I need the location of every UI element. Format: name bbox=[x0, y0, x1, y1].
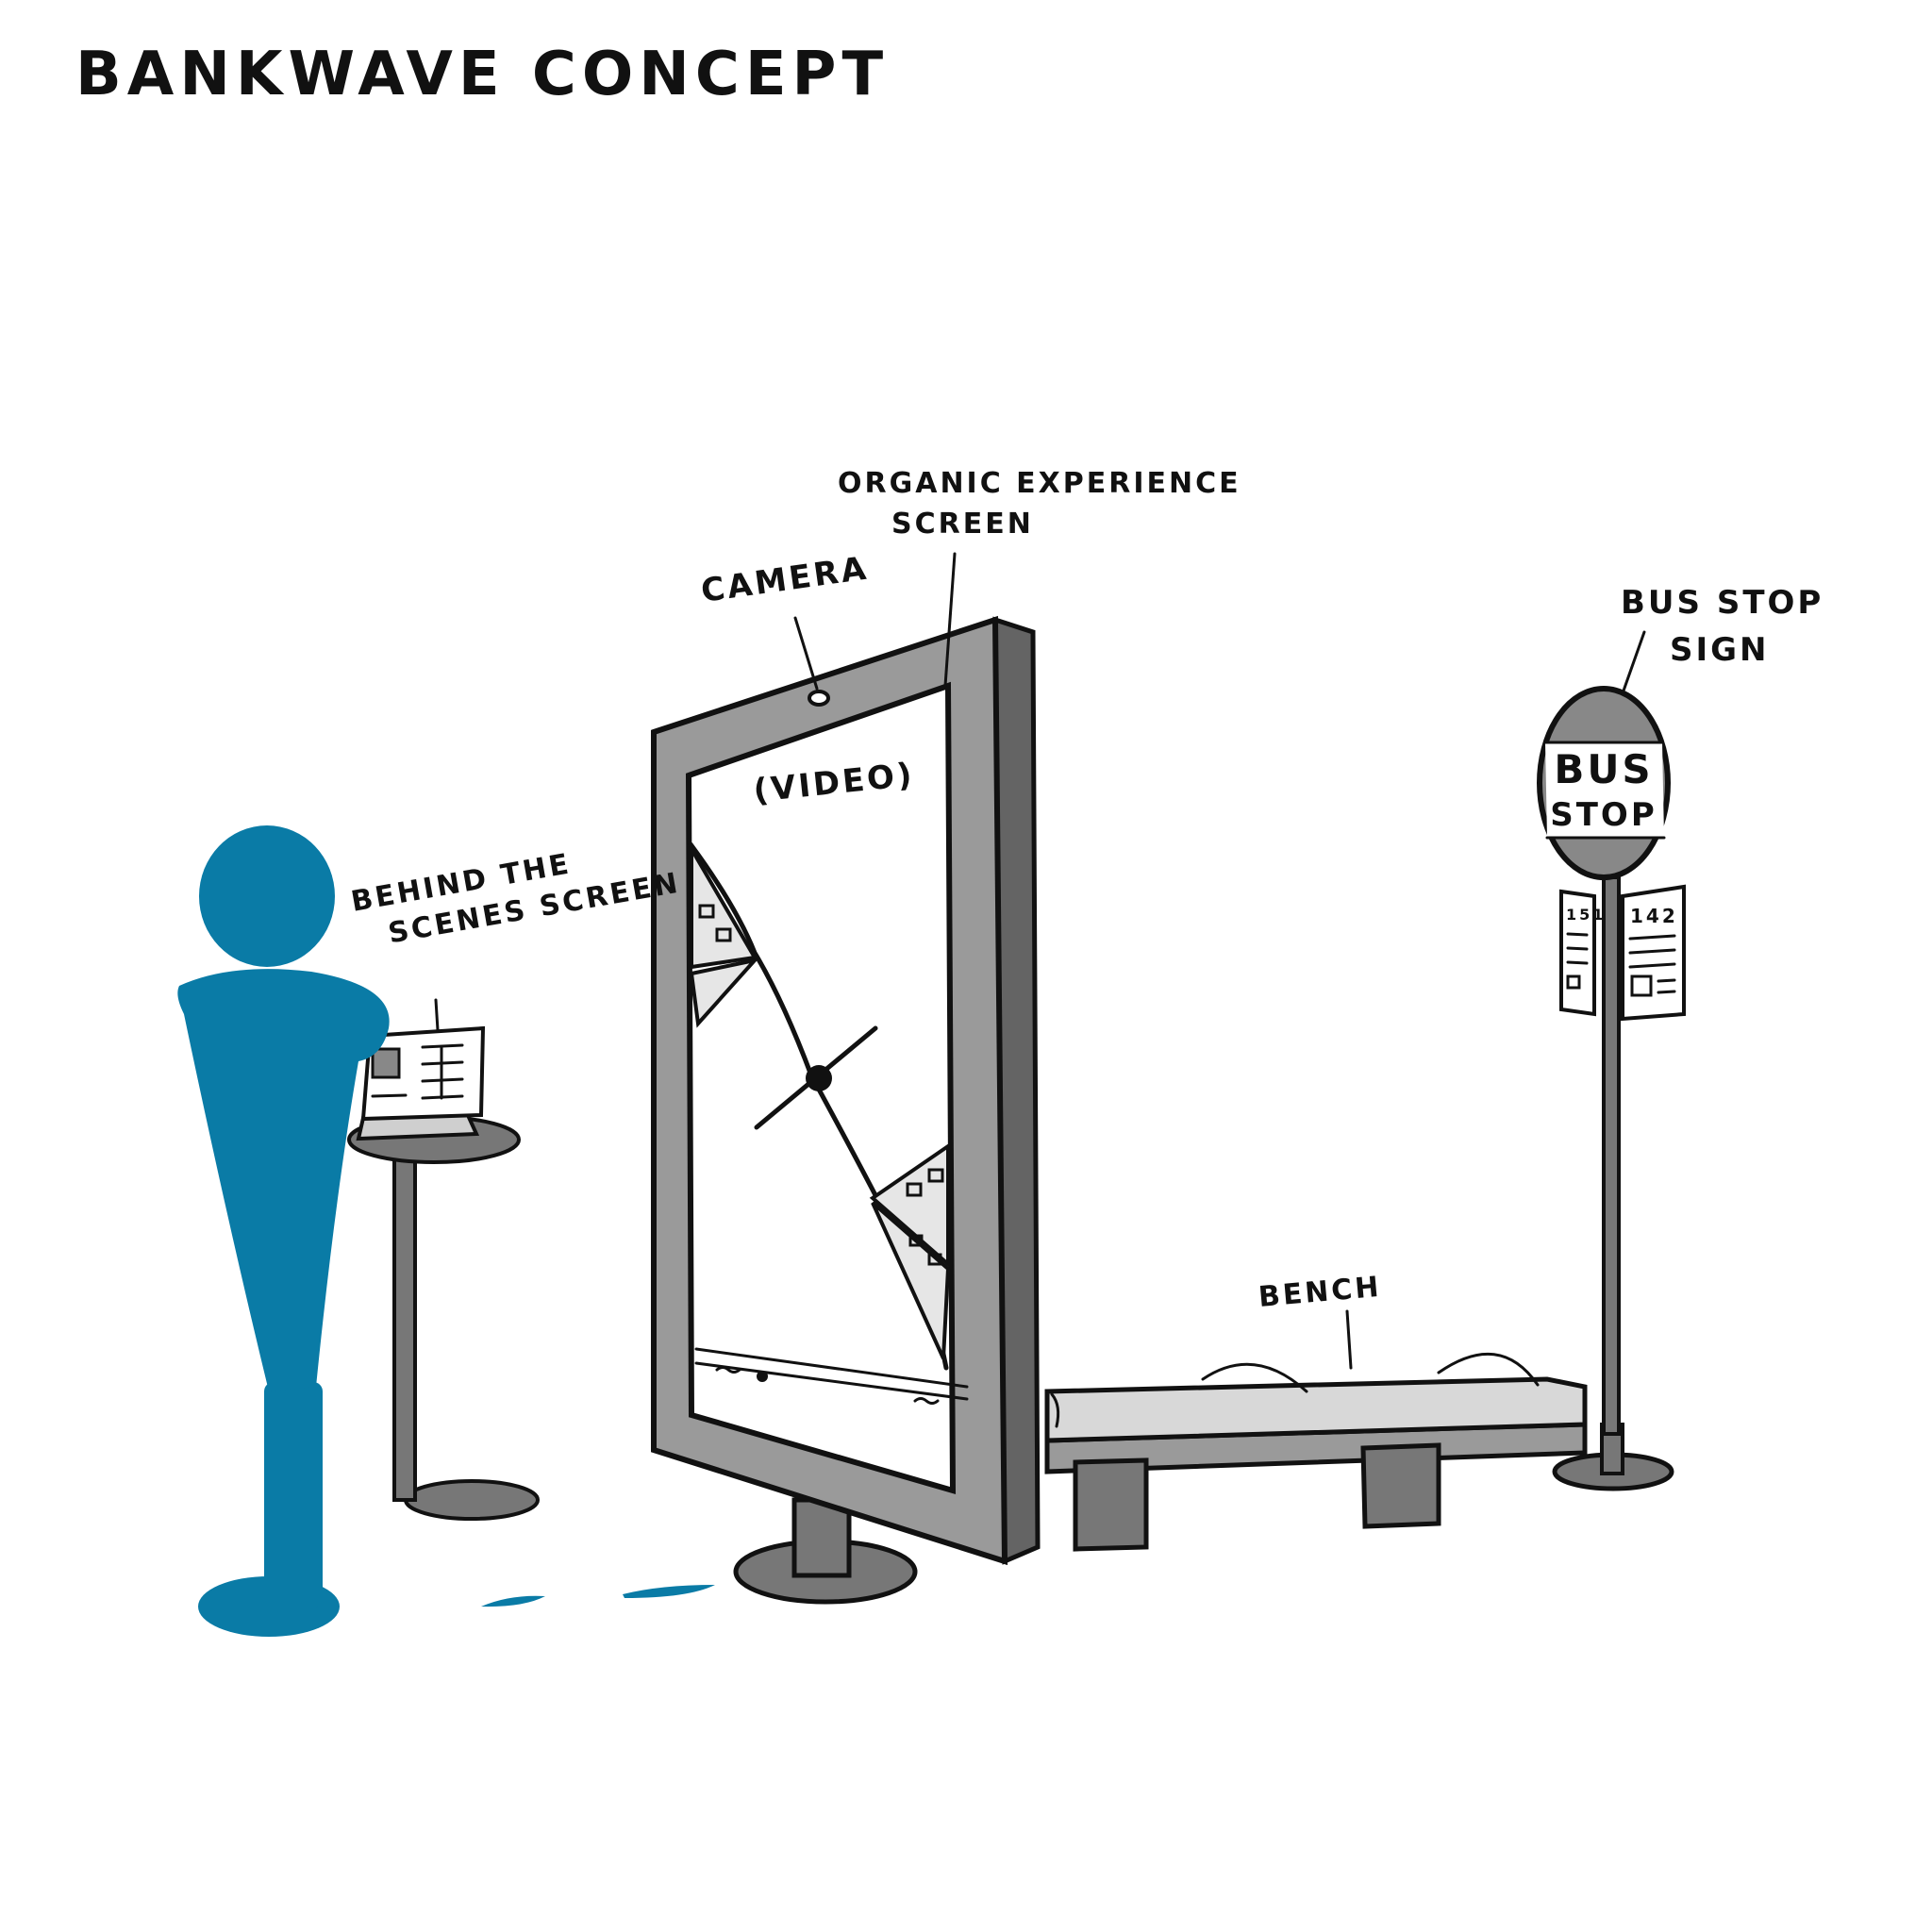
laptop-icon bbox=[356, 1025, 486, 1141]
organic-screen-label: ORGANIC EXPERIENCE SCREEN bbox=[838, 467, 1241, 541]
bench-leader bbox=[1345, 1309, 1353, 1370]
video-control bbox=[715, 1366, 741, 1374]
timetable-left: 151 bbox=[1559, 889, 1606, 1017]
screen-stand-neck bbox=[791, 1497, 852, 1578]
behind-screen-leader bbox=[434, 998, 440, 1032]
bench-handle bbox=[1437, 1352, 1540, 1387]
svg-text:BUS STOP: BUS STOP bbox=[1621, 584, 1824, 622]
bench-leg-right bbox=[1360, 1442, 1441, 1529]
sign-leader bbox=[1621, 630, 1646, 695]
bench-handle bbox=[1201, 1362, 1308, 1393]
video-dot bbox=[806, 1065, 832, 1091]
sign-pole bbox=[1602, 875, 1621, 1436]
video-progress-knob bbox=[757, 1371, 768, 1382]
route-number-right: 142 bbox=[1630, 905, 1678, 927]
svg-text:SCREEN: SCREEN bbox=[891, 508, 1034, 541]
timetable-right: 142 bbox=[1621, 884, 1686, 1022]
person-silhouette bbox=[177, 825, 715, 1637]
table-base bbox=[404, 1479, 540, 1521]
person-body bbox=[177, 969, 390, 1391]
bench-leg-left bbox=[1073, 1457, 1149, 1552]
bus-stop-sign-label: BUS STOP SIGN bbox=[1621, 584, 1824, 669]
footprint-trail bbox=[481, 1585, 715, 1607]
video-control bbox=[913, 1397, 940, 1405]
bus-stop-sign: 151 142 BUS STOP bbox=[1537, 630, 1686, 1491]
camera-label: CAMERA bbox=[699, 549, 872, 609]
page-title: BANKWAVE CONCEPT bbox=[75, 40, 889, 109]
video-progress-line bbox=[694, 1347, 969, 1389]
route-number-left: 151 bbox=[1566, 906, 1606, 924]
bench-top bbox=[1044, 1376, 1588, 1443]
svg-text:ORGANIC EXPERIENCE: ORGANIC EXPERIENCE bbox=[838, 467, 1241, 500]
sign-text-stop: STOP bbox=[1550, 796, 1657, 834]
video-shape bbox=[689, 957, 760, 1028]
svg-text:SIGN: SIGN bbox=[1670, 631, 1770, 669]
person-head bbox=[199, 825, 335, 967]
bench bbox=[1044, 1309, 1588, 1552]
bench-label: BENCH bbox=[1257, 1271, 1383, 1314]
behind-the-scenes-station bbox=[347, 998, 540, 1521]
video-shape bbox=[690, 841, 758, 970]
organic-screen-leader bbox=[943, 552, 957, 688]
camera-leader bbox=[793, 616, 819, 691]
person-legs bbox=[264, 1382, 323, 1608]
behind-the-scenes-label: BEHIND THE SCENES SCREEN bbox=[349, 847, 683, 950]
camera-icon bbox=[808, 690, 830, 707]
table-pole bbox=[392, 1149, 417, 1502]
sign-text-bus: BUS bbox=[1554, 746, 1653, 792]
organic-experience-screen bbox=[651, 552, 1041, 1605]
